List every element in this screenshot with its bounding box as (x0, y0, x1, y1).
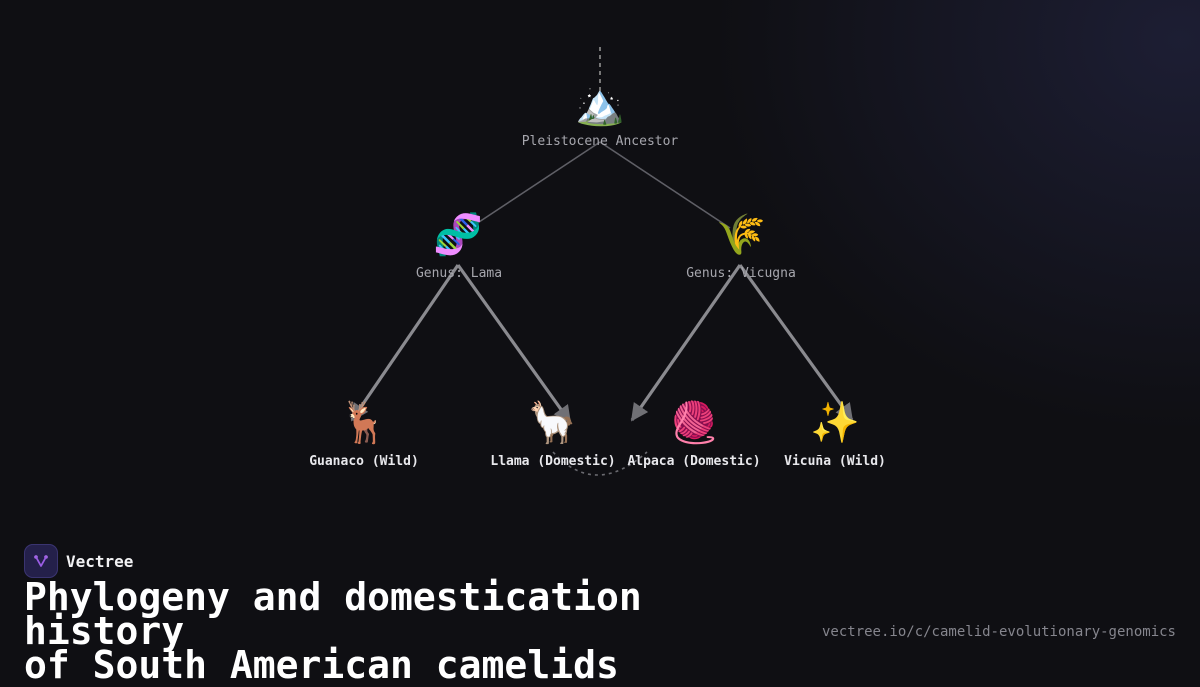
edge-lama-llama (456, 264, 572, 424)
dna-icon: 🧬 (433, 212, 483, 258)
brand: Vectree (24, 544, 133, 578)
page-title: Phylogeny and domestication history of S… (24, 575, 824, 687)
sparkles-icon: ✨ (810, 400, 860, 446)
hybrid-link-llama-alpaca (552, 451, 648, 476)
edge-root-lama (475, 141, 601, 225)
edge-lama-guanaco (350, 264, 460, 422)
mountain-icon: 🏔️ (575, 82, 625, 128)
node-label-vicuna: Vicuña (Wild) (784, 454, 886, 469)
node-label-genus-vicugna: Genus: Vicugna (686, 266, 796, 281)
yarn-icon: 🧶 (669, 400, 719, 446)
node-label-root: Pleistocene Ancestor (521, 134, 679, 149)
brand-name: Vectree (66, 551, 134, 571)
page-title-line-1: Phylogeny and domestication history (24, 575, 642, 653)
node-label-guanaco: Guanaco (Wild) (309, 454, 419, 469)
node-label-llama: Llama (Domestic) (490, 454, 616, 469)
page-title-line-2: of South American camelids (24, 643, 619, 687)
deer-icon: 🦌 (339, 400, 389, 446)
wheat-icon: 🌾 (716, 212, 766, 258)
llama-icon: 🦙 (527, 400, 577, 446)
edge-vicugna-vicuna (738, 264, 854, 422)
vectree-logo-icon (24, 544, 58, 578)
node-label-genus-lama: Genus: Lama (415, 266, 503, 281)
edge-root-vicugna (599, 141, 731, 229)
source-url: vectree.io/c/camelid-evolutionary-genomi… (821, 624, 1176, 640)
edge-vicugna-alpaca (630, 264, 742, 422)
node-label-alpaca: Alpaca (Domestic) (627, 454, 761, 469)
